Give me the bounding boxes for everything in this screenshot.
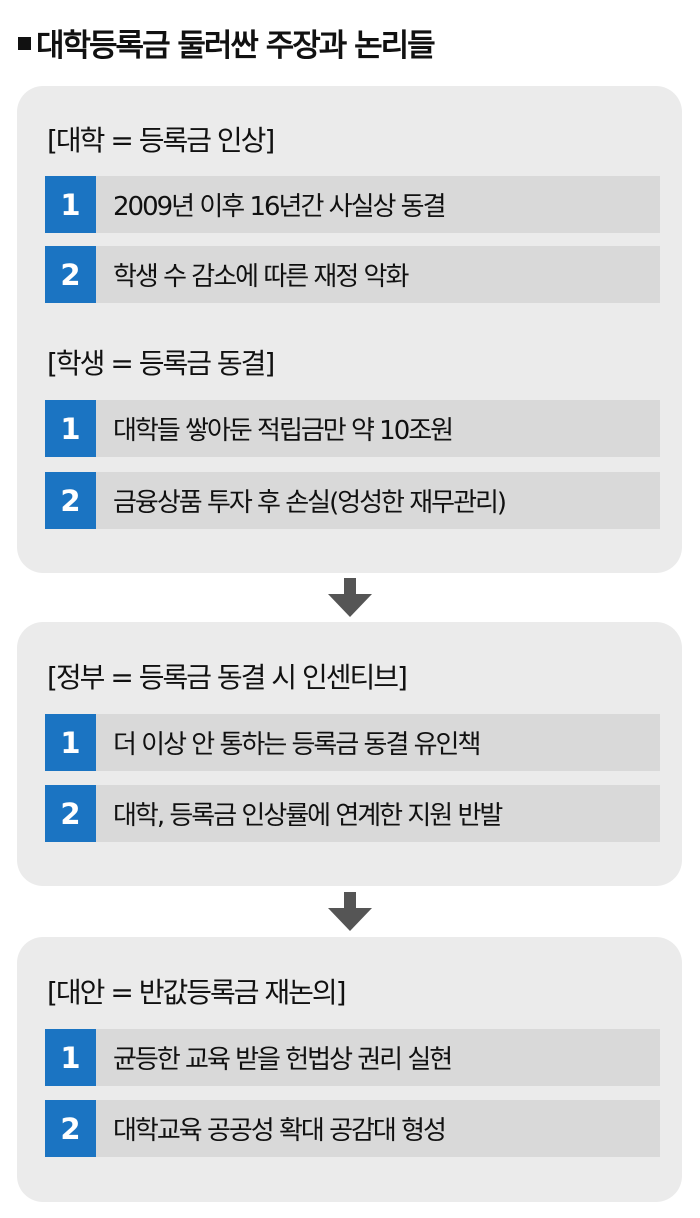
list-item: 1 2009년 이후 16년간 사실상 동결 xyxy=(45,176,660,233)
arrow-down-icon xyxy=(328,578,372,617)
arrow-down-icon xyxy=(328,892,372,931)
item-number-badge: 2 xyxy=(45,785,96,842)
item-text: 균등한 교육 받을 헌법상 권리 실현 xyxy=(113,1045,453,1075)
list-item: 1 대학들 쌓아둔 적립금만 약 10조원 xyxy=(45,400,660,457)
panel-government: [정부 = 등록금 동결 시 인센티브] 1 더 이상 안 통하는 등록금 동결… xyxy=(17,622,682,886)
item-text: 더 이상 안 통하는 등록금 동결 유인책 xyxy=(113,730,481,760)
item-number-badge: 1 xyxy=(45,400,96,457)
list-item: 1 균등한 교육 받을 헌법상 권리 실현 xyxy=(45,1029,660,1086)
diagram-title-text: 대학등록금 둘러싼 주장과 논리들 xyxy=(36,27,436,64)
item-text: 대학교육 공공성 확대 공감대 형성 xyxy=(113,1116,447,1146)
section-heading-government: [정부 = 등록금 동결 시 인센티브] xyxy=(47,661,408,694)
list-item: 2 금융상품 투자 후 손실(엉성한 재무관리) xyxy=(45,472,660,529)
item-text: 2009년 이후 16년간 사실상 동결 xyxy=(113,192,447,222)
item-number-badge: 2 xyxy=(45,1100,96,1157)
item-number-badge: 1 xyxy=(45,176,96,233)
item-number-badge: 1 xyxy=(45,1029,96,1086)
list-item: 2 대학교육 공공성 확대 공감대 형성 xyxy=(45,1100,660,1157)
square-bullet-icon xyxy=(18,36,31,50)
item-text: 학생 수 감소에 따른 재정 악화 xyxy=(113,262,409,292)
item-number-badge: 2 xyxy=(45,246,96,303)
panel-alternative: [대안 = 반값등록금 재논의] 1 균등한 교육 받을 헌법상 권리 실현 2… xyxy=(17,937,682,1202)
section-heading-student: [학생 = 등록금 동결] xyxy=(47,347,275,380)
list-item: 2 학생 수 감소에 따른 재정 악화 xyxy=(45,246,660,303)
section-heading-alternative: [대안 = 반값등록금 재논의] xyxy=(47,976,347,1009)
section-heading-university: [대학 = 등록금 인상] xyxy=(47,124,275,157)
item-text: 금융상품 투자 후 손실(엉성한 재무관리) xyxy=(113,488,507,518)
item-text: 대학들 쌓아둔 적립금만 약 10조원 xyxy=(113,416,454,446)
item-text: 대학, 등록금 인상률에 연계한 지원 반발 xyxy=(113,801,503,831)
item-number-badge: 2 xyxy=(45,472,96,529)
panel-university-student: [대학 = 등록금 인상] 1 2009년 이후 16년간 사실상 동결 2 학… xyxy=(17,86,682,573)
diagram-title: 대학등록금 둘러싼 주장과 논리들 xyxy=(18,22,436,64)
list-item: 2 대학, 등록금 인상률에 연계한 지원 반발 xyxy=(45,785,660,842)
item-number-badge: 1 xyxy=(45,714,96,771)
list-item: 1 더 이상 안 통하는 등록금 동결 유인책 xyxy=(45,714,660,771)
